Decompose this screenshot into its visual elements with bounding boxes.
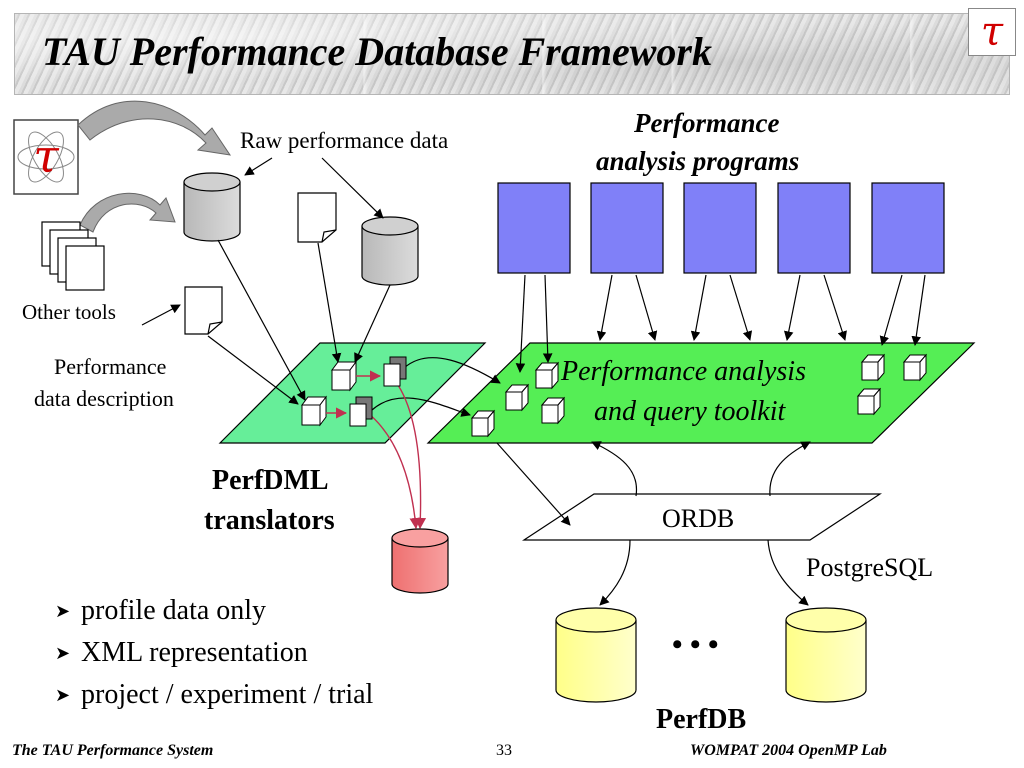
tau-logo-icon: τ: [968, 8, 1016, 56]
bullet-item: ➤XML representation: [55, 632, 373, 674]
bullet-list: ➤profile data only ➤XML representation ➤…: [55, 590, 373, 716]
bullet-item: ➤profile data only: [55, 590, 373, 632]
converter-icon: [349, 396, 373, 427]
cube-icon: [301, 395, 327, 427]
perf-desc-label-2: data description: [34, 386, 174, 411]
perfdb-label: PerfDB: [656, 704, 747, 735]
cube-icon: [902, 353, 928, 382]
database-icon: [555, 607, 637, 703]
program-box: [497, 182, 571, 274]
program-box: [590, 182, 664, 274]
translators-label-1: PerfDML: [212, 465, 329, 496]
bullet-arrow-icon: ➤: [55, 685, 71, 705]
converter-icon: [383, 356, 407, 387]
cube-icon: [856, 387, 882, 416]
toolkit-label-1: Performance analysis: [561, 356, 806, 387]
perf-desc-label-1: Performance: [54, 354, 167, 379]
program-box: [683, 182, 757, 274]
footer-right: WOMPAT 2004 OpenMP Lab: [690, 742, 887, 759]
database-icon: [361, 216, 419, 286]
database-icon: [391, 528, 449, 594]
database-icon: [785, 607, 867, 703]
cube-icon: [534, 361, 560, 390]
cube-icon: [540, 396, 566, 425]
programs-label-1: Performance: [634, 108, 780, 138]
ordb-plane: [521, 493, 883, 541]
analysis-program-boxes: [497, 182, 945, 274]
other-tools-documents-icon: [41, 221, 105, 291]
other-tools-label: Other tools: [22, 300, 116, 324]
document-icon: [297, 192, 337, 243]
bullet-arrow-icon: ➤: [55, 601, 71, 621]
ellipsis: • • •: [672, 628, 719, 661]
cube-icon: [331, 360, 357, 392]
cube-icon: [860, 353, 886, 382]
curved-arrow-icon: [79, 192, 176, 233]
program-box: [871, 182, 945, 274]
page-number: 33: [496, 742, 512, 759]
bullet-item: ➤project / experiment / trial: [55, 674, 373, 716]
programs-label-2: analysis programs: [596, 146, 800, 176]
postgresql-label: PostgreSQL: [806, 553, 934, 582]
footer-left: The TAU Performance System: [12, 742, 214, 759]
document-icon: [184, 286, 223, 335]
raw-data-label: Raw performance data: [240, 128, 449, 153]
translators-plane: [218, 342, 487, 444]
program-box: [777, 182, 851, 274]
title-banner: [14, 13, 1010, 95]
cube-icon: [470, 409, 496, 438]
svg-text:τ: τ: [33, 129, 60, 183]
translators-label-2: translators: [204, 505, 335, 536]
toolkit-label-2: and query toolkit: [594, 396, 786, 427]
ordb-label: ORDB: [662, 504, 735, 533]
cube-icon: [504, 383, 530, 412]
database-icon: [183, 172, 241, 242]
curved-arrow-icon: [77, 100, 232, 156]
tau-logo-icon: τ: [13, 119, 79, 195]
page-title: TAU Performance Database Framework: [42, 29, 712, 74]
bullet-arrow-icon: ➤: [55, 643, 71, 663]
